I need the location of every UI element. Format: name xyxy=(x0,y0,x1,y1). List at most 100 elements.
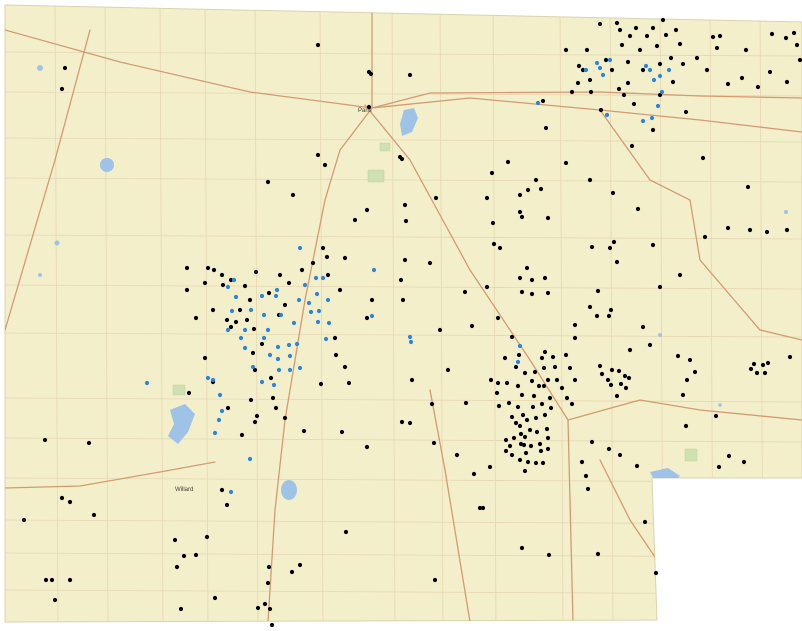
dot-icon[interactable] xyxy=(517,457,523,463)
dot-icon[interactable] xyxy=(533,415,539,421)
dot-icon[interactable] xyxy=(352,217,358,223)
dot-icon[interactable] xyxy=(184,287,190,293)
dot-icon[interactable] xyxy=(225,405,231,411)
dot-icon[interactable] xyxy=(538,448,544,454)
dot-icon[interactable] xyxy=(640,118,646,124)
dot-icon[interactable] xyxy=(484,195,490,201)
dot-icon[interactable] xyxy=(291,320,297,326)
dot-icon[interactable] xyxy=(398,277,404,283)
dot-icon[interactable] xyxy=(657,73,663,79)
dot-icon[interactable] xyxy=(563,47,569,53)
dot-icon[interactable] xyxy=(599,371,605,377)
dot-icon[interactable] xyxy=(650,242,656,248)
dot-icon[interactable] xyxy=(747,227,753,233)
dot-icon[interactable] xyxy=(539,355,545,361)
dot-icon[interactable] xyxy=(297,245,303,251)
dot-icon[interactable] xyxy=(563,352,569,358)
dot-icon[interactable] xyxy=(210,307,216,313)
dot-icon[interactable] xyxy=(572,335,578,341)
dot-icon[interactable] xyxy=(587,77,593,83)
dot-icon[interactable] xyxy=(487,464,493,470)
dot-icon[interactable] xyxy=(399,419,405,425)
dot-icon[interactable] xyxy=(594,313,600,319)
dot-icon[interactable] xyxy=(587,304,593,310)
dot-icon[interactable] xyxy=(530,404,536,410)
dot-icon[interactable] xyxy=(540,98,546,104)
dot-icon[interactable] xyxy=(683,109,689,115)
dot-icon[interactable] xyxy=(252,367,258,373)
dot-icon[interactable] xyxy=(407,420,413,426)
dot-icon[interactable] xyxy=(797,57,802,63)
dot-icon[interactable] xyxy=(369,313,375,319)
dot-icon[interactable] xyxy=(606,313,612,319)
dot-icon[interactable] xyxy=(600,72,606,78)
dot-icon[interactable] xyxy=(477,505,483,511)
dot-icon[interactable] xyxy=(604,112,610,118)
dot-icon[interactable] xyxy=(611,239,617,245)
dot-icon[interactable] xyxy=(371,267,377,273)
dot-icon[interactable] xyxy=(429,401,435,407)
dot-icon[interactable] xyxy=(399,156,405,162)
dot-icon[interactable] xyxy=(316,308,322,314)
dot-icon[interactable] xyxy=(325,272,331,278)
dot-icon[interactable] xyxy=(537,441,543,447)
dot-icon[interactable] xyxy=(287,353,293,359)
dot-icon[interactable] xyxy=(313,275,319,281)
dot-icon[interactable] xyxy=(545,290,551,296)
dot-icon[interactable] xyxy=(726,453,732,459)
dot-icon[interactable] xyxy=(657,284,663,290)
dot-icon[interactable] xyxy=(531,393,537,399)
dot-icon[interactable] xyxy=(212,430,218,436)
dot-icon[interactable] xyxy=(267,606,273,612)
dot-icon[interactable] xyxy=(310,260,316,266)
dot-icon[interactable] xyxy=(503,448,509,454)
dot-icon[interactable] xyxy=(454,452,460,458)
dot-icon[interactable] xyxy=(21,517,27,523)
dot-icon[interactable] xyxy=(244,317,250,323)
dot-icon[interactable] xyxy=(506,400,512,406)
dot-icon[interactable] xyxy=(294,341,300,347)
dot-icon[interactable] xyxy=(181,553,187,559)
dot-icon[interactable] xyxy=(677,272,683,278)
dot-icon[interactable] xyxy=(86,440,92,446)
dot-icon[interactable] xyxy=(700,155,706,161)
dot-icon[interactable] xyxy=(67,577,73,583)
dot-icon[interactable] xyxy=(282,415,288,421)
dot-icon[interactable] xyxy=(519,214,525,220)
dot-icon[interactable] xyxy=(233,294,239,300)
dot-icon[interactable] xyxy=(605,377,611,383)
dot-icon[interactable] xyxy=(657,92,663,98)
dot-icon[interactable] xyxy=(647,67,653,73)
dot-icon[interactable] xyxy=(563,160,569,166)
dot-icon[interactable] xyxy=(91,512,97,518)
dot-icon[interactable] xyxy=(619,42,625,48)
dot-icon[interactable] xyxy=(302,282,308,288)
dot-icon[interactable] xyxy=(219,487,225,493)
dot-icon[interactable] xyxy=(542,275,548,281)
dot-icon[interactable] xyxy=(225,284,231,290)
dot-icon[interactable] xyxy=(580,67,586,73)
dot-icon[interactable] xyxy=(407,334,413,340)
dot-icon[interactable] xyxy=(534,429,540,435)
dot-icon[interactable] xyxy=(524,265,530,271)
dot-icon[interactable] xyxy=(621,92,627,98)
dot-icon[interactable] xyxy=(276,367,282,373)
dot-icon[interactable] xyxy=(523,450,529,456)
dot-icon[interactable] xyxy=(216,417,222,423)
dot-icon[interactable] xyxy=(541,365,547,371)
dot-icon[interactable] xyxy=(193,315,199,321)
dot-icon[interactable] xyxy=(301,428,307,434)
dot-icon[interactable] xyxy=(791,30,797,36)
dot-icon[interactable] xyxy=(403,218,409,224)
dot-icon[interactable] xyxy=(364,444,370,450)
dot-icon[interactable] xyxy=(323,336,329,342)
dot-icon[interactable] xyxy=(494,390,500,396)
dot-icon[interactable] xyxy=(480,505,486,511)
dot-icon[interactable] xyxy=(710,34,716,40)
dot-icon[interactable] xyxy=(536,383,542,389)
dot-icon[interactable] xyxy=(739,75,745,81)
dot-icon[interactable] xyxy=(655,103,661,109)
dot-icon[interactable] xyxy=(684,377,690,383)
dot-icon[interactable] xyxy=(504,380,510,386)
dot-icon[interactable] xyxy=(745,184,751,190)
